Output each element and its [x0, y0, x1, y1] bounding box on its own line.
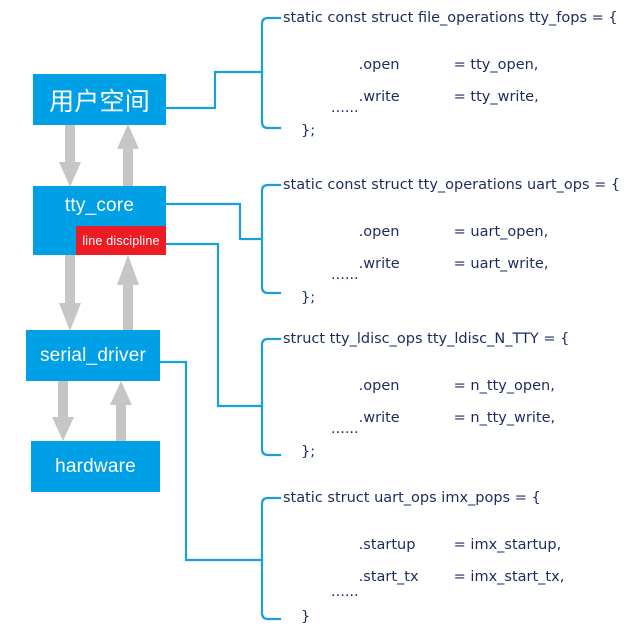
bracket-tty-ldisc — [260, 337, 282, 457]
code-field: .open = tty_open, — [331, 43, 539, 87]
code-field-key: .open — [358, 377, 400, 394]
code-ellipsis: ...... — [331, 100, 359, 116]
code-field-value: = imx_startup, — [453, 536, 562, 553]
arrow-hardware-up-to-serialdriver — [110, 381, 132, 441]
node-line-discipline[interactable]: line discipline — [76, 226, 166, 255]
code-field-value: = uart_open, — [453, 223, 549, 240]
node-userspace-label: 用户空间 — [49, 86, 150, 116]
node-hardware-label: hardware — [55, 455, 136, 477]
code-block-tty-ldisc-n-tty: struct tty_ldisc_ops tty_ldisc_N_TTY = {… — [283, 331, 641, 459]
code-field: .write = uart_write, — [331, 242, 549, 286]
code-field-value: = tty_open, — [453, 56, 539, 73]
bracket-tty-fops — [260, 16, 282, 130]
arrow-ttycore-up-to-userspace — [117, 124, 139, 187]
code-field: .startup = imx_startup, — [331, 523, 562, 567]
code-field-key: .write — [358, 255, 400, 272]
code-header: static struct uart_ops imx_pops = { — [283, 490, 541, 506]
code-field-key: .open — [358, 223, 400, 240]
code-close: }; — [301, 123, 316, 139]
node-line-discipline-label: line discipline — [82, 233, 160, 248]
code-ellipsis: ...... — [331, 267, 359, 283]
node-userspace[interactable]: 用户空间 — [33, 74, 166, 125]
code-block-tty-fops: static const struct file_operations tty_… — [283, 10, 641, 138]
node-serial-driver-label: serial_driver — [39, 344, 147, 366]
code-field-value: = tty_write, — [453, 88, 539, 105]
code-block-imx-pops: static struct uart_ops imx_pops = { .sta… — [283, 490, 641, 624]
code-header: static const struct tty_operations uart_… — [283, 177, 621, 193]
code-field-key: .start_tx — [358, 568, 419, 585]
bracket-uart-ops — [260, 183, 282, 295]
wire-ttycore-to-uart-ops — [164, 202, 264, 241]
node-hardware[interactable]: hardware — [31, 441, 160, 492]
node-serial-driver[interactable]: serial_driver — [26, 330, 160, 381]
code-field: .open = uart_open, — [331, 210, 549, 254]
arrow-serialdriver-up-to-ttycore — [117, 255, 139, 331]
bracket-imx-pops — [260, 496, 282, 621]
code-field-value: = n_tty_write, — [453, 409, 556, 426]
code-field-key: .write — [358, 88, 400, 105]
wire-serialdriver-to-imx-pops — [158, 360, 264, 562]
code-header: static const struct file_operations tty_… — [283, 10, 618, 26]
code-header: struct tty_ldisc_ops tty_ldisc_N_TTY = { — [283, 331, 570, 347]
code-close: }; — [301, 444, 316, 460]
code-field: .write = tty_write, — [331, 75, 539, 119]
code-field-value: = n_tty_open, — [453, 377, 555, 394]
code-field-value: = uart_write, — [453, 255, 549, 272]
code-block-uart-ops: static const struct tty_operations uart_… — [283, 177, 641, 305]
wire-linedisc-to-tty-ldisc — [164, 242, 264, 408]
code-field: .open = n_tty_open, — [331, 364, 555, 408]
code-ellipsis: ...... — [331, 421, 359, 437]
code-field: .write = n_tty_write, — [331, 396, 555, 440]
arrow-ttycore-down-to-serialdriver — [59, 255, 81, 331]
code-field-key: .write — [358, 409, 400, 426]
node-tty-core[interactable]: tty_core line discipline — [33, 186, 166, 255]
node-tty-core-label: tty_core — [64, 195, 135, 216]
code-close: } — [301, 609, 311, 625]
code-field-key: .startup — [358, 536, 416, 553]
wire-userspace-to-tty-fops — [164, 70, 264, 110]
code-field: .start_tx = imx_start_tx, — [331, 555, 565, 599]
arrow-userspace-down-to-ttycore — [59, 124, 81, 187]
code-field-key: .open — [358, 56, 400, 73]
code-ellipsis: ...... — [331, 584, 359, 600]
code-field-value: = imx_start_tx, — [453, 568, 565, 585]
code-close: }; — [301, 290, 316, 306]
arrow-serialdriver-down-to-hardware — [52, 381, 74, 441]
